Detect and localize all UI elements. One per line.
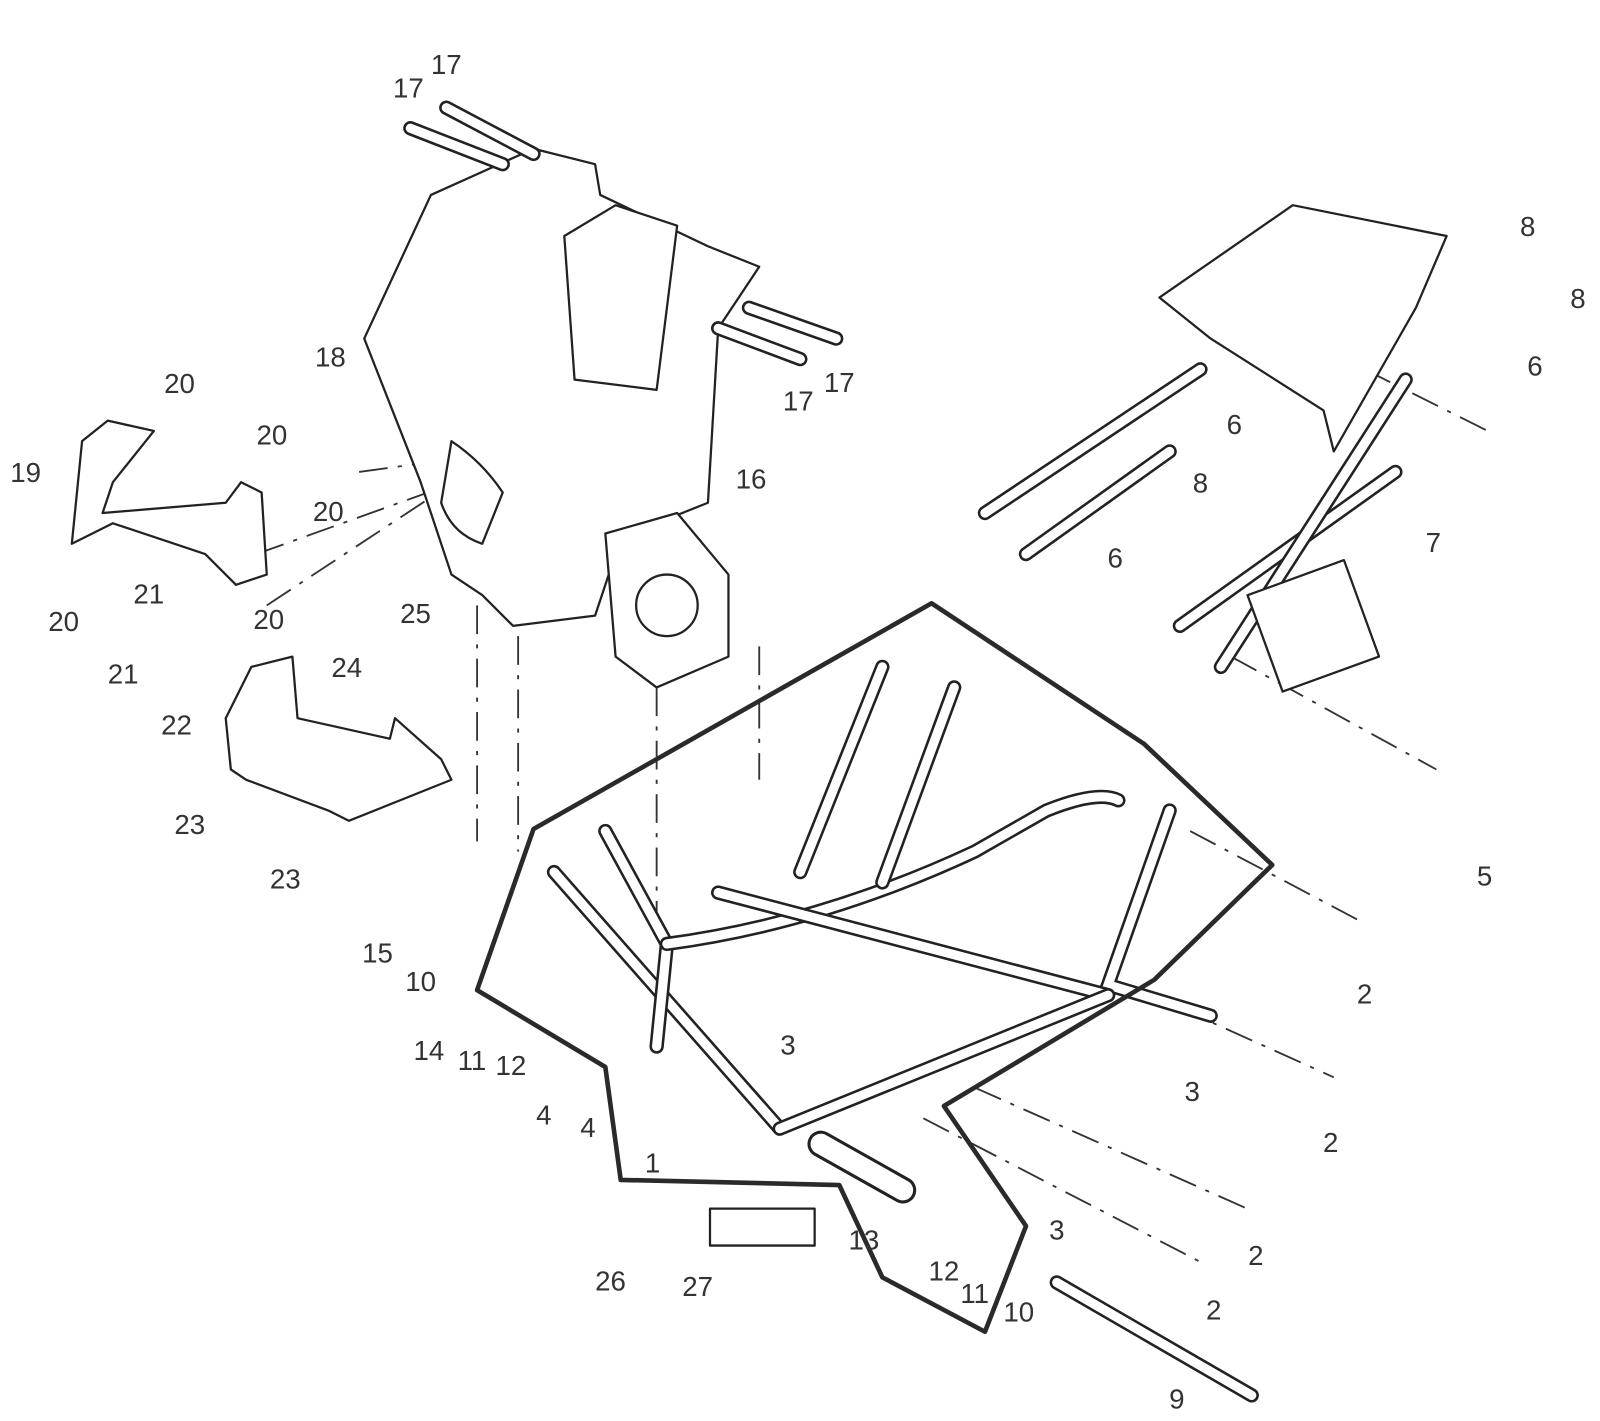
- callout-13: 13: [848, 1225, 879, 1256]
- callout-9: 9: [1169, 1384, 1184, 1415]
- callout-11: 11: [960, 1278, 989, 1309]
- callout-21: 21: [133, 578, 164, 609]
- callout-4: 4: [580, 1112, 595, 1143]
- callout-14: 14: [413, 1035, 444, 1066]
- callout-20: 20: [164, 368, 195, 399]
- callout-10: 10: [405, 966, 436, 997]
- callout-2: 2: [1357, 978, 1372, 1009]
- callout-23: 23: [174, 809, 205, 840]
- callout-21: 21: [108, 658, 139, 689]
- callout-19: 19: [10, 457, 41, 488]
- bracket-19: [70, 419, 268, 586]
- callout-5: 5: [1477, 860, 1492, 891]
- callout-18: 18: [315, 341, 346, 372]
- bracket-22: [224, 655, 453, 822]
- callout-27: 27: [682, 1271, 713, 1302]
- callout-2: 2: [1206, 1294, 1221, 1325]
- callout-3: 3: [1185, 1076, 1200, 1107]
- callout-25: 25: [400, 598, 431, 629]
- callout-1: 1: [645, 1148, 660, 1179]
- callout-20: 20: [253, 604, 284, 635]
- rear-subframe-7: [977, 204, 1448, 693]
- callout-15: 15: [362, 937, 393, 968]
- callout-17: 17: [393, 72, 424, 103]
- callout-6: 6: [1227, 409, 1242, 440]
- callout-2: 2: [1323, 1127, 1338, 1158]
- callout-17: 17: [783, 385, 814, 416]
- callout-17: 17: [431, 49, 462, 80]
- main-frame-1: [546, 659, 1218, 1136]
- callout-6: 6: [1108, 542, 1123, 573]
- callout-12: 12: [496, 1050, 527, 1081]
- callout-26: 26: [595, 1266, 626, 1297]
- bolts-17: [403, 100, 844, 367]
- callout-8: 8: [1193, 467, 1208, 498]
- callout-22: 22: [161, 710, 192, 741]
- callout-4: 4: [536, 1099, 551, 1130]
- callout-6: 6: [1527, 351, 1542, 382]
- label-plate-26: [708, 1207, 816, 1247]
- callout-2: 2: [1248, 1240, 1263, 1271]
- callout-3: 3: [1049, 1214, 1064, 1245]
- callout-23: 23: [270, 864, 301, 895]
- callout-8: 8: [1520, 211, 1535, 242]
- upper-frame-18: [363, 147, 761, 689]
- callout-20: 20: [313, 496, 344, 527]
- frame-boundary-outline: [474, 600, 1275, 1335]
- callout-12: 12: [929, 1255, 960, 1286]
- callout-11: 11: [458, 1045, 487, 1076]
- callout-20: 20: [256, 419, 287, 450]
- callout-8: 8: [1570, 283, 1585, 314]
- callout-7: 7: [1426, 527, 1441, 558]
- callout-20: 20: [48, 606, 79, 637]
- callout-17: 17: [824, 367, 855, 398]
- callout-10: 10: [1003, 1296, 1034, 1327]
- callout-16: 16: [736, 463, 767, 494]
- callout-24: 24: [331, 652, 362, 683]
- callout-3: 3: [780, 1030, 795, 1061]
